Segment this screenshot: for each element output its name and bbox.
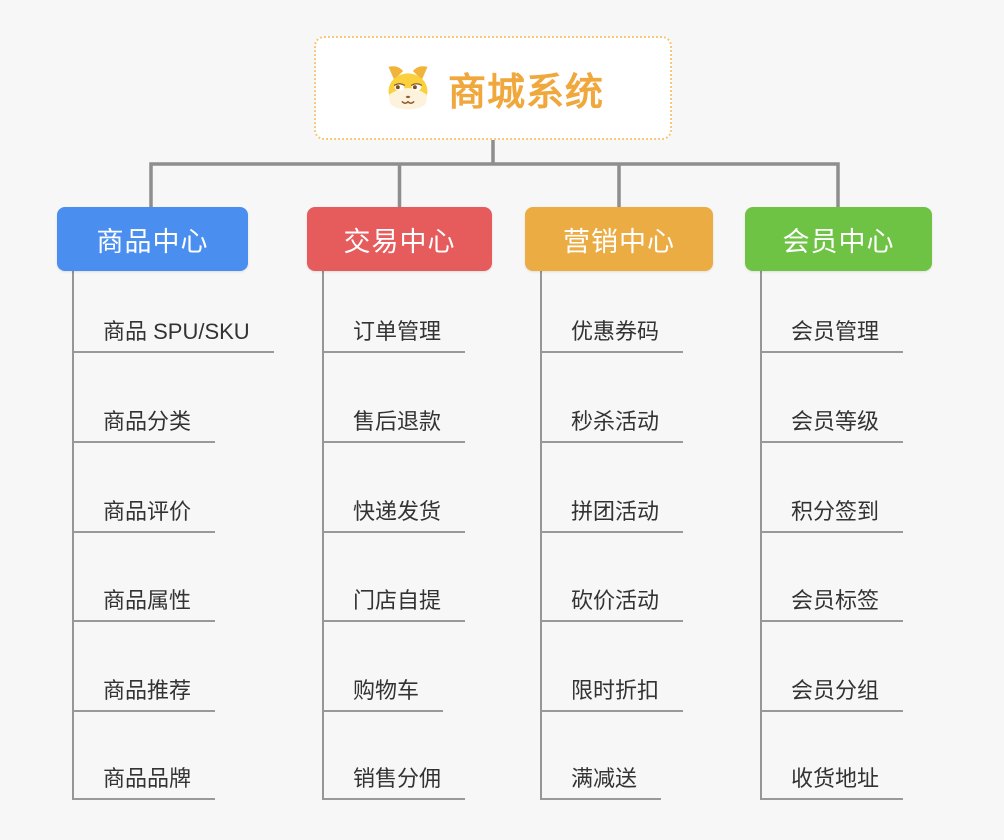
root-topic-title: 商城系统 [447, 71, 604, 114]
subtopic-flash-sale[interactable]: 秒杀活动 [541, 409, 684, 443]
subtopic-coupon-code[interactable]: 优惠券码 [541, 319, 684, 353]
subtopic-full-reduction[interactable]: 满减送 [541, 766, 662, 800]
subtopic-product-recommend[interactable]: 商品推荐 [73, 678, 216, 712]
subtopic-limited-time-discount[interactable]: 限时折扣 [541, 678, 684, 712]
subtopic-product-spu-sku[interactable]: 商品 SPU/SKU [73, 319, 274, 353]
root-topic[interactable]: 商城系统 [314, 36, 672, 140]
subtopic-member-tags[interactable]: 会员标签 [761, 588, 904, 622]
branch-label: 交易中心 [343, 226, 456, 257]
branch-label: 营销中心 [563, 226, 675, 257]
trunk-lines-path [72, 271, 762, 800]
subtopic-product-review[interactable]: 商品评价 [73, 499, 216, 533]
dog-icon [388, 66, 428, 110]
branch-connector-path [149, 140, 840, 207]
subtopic-sales-commission[interactable]: 销售分佣 [323, 766, 466, 800]
subtopic-product-attribute[interactable]: 商品属性 [73, 588, 216, 622]
subtopic-product-category[interactable]: 商品分类 [73, 409, 216, 443]
subtopic-member-management[interactable]: 会员管理 [761, 319, 904, 353]
subtopic-shopping-cart[interactable]: 购物车 [323, 678, 444, 712]
branch-marketing-center[interactable]: 营销中心 [525, 207, 713, 271]
branch-member-center[interactable]: 会员中心 [745, 207, 932, 271]
branch-label: 会员中心 [782, 226, 895, 257]
branch-product-center[interactable]: 商品中心 [57, 207, 248, 271]
subtopic-order-management[interactable]: 订单管理 [323, 319, 466, 353]
branch-label: 商品中心 [96, 226, 209, 257]
subtopic-express-delivery[interactable]: 快递发货 [323, 499, 466, 533]
subtopic-points-checkin[interactable]: 积分签到 [761, 499, 904, 533]
subtopic-bargain-activity[interactable]: 砍价活动 [541, 588, 684, 622]
subtopic-product-brand[interactable]: 商品品牌 [73, 766, 216, 800]
subtopic-shipping-address[interactable]: 收货地址 [761, 766, 904, 800]
subtopic-store-pickup[interactable]: 门店自提 [323, 588, 466, 622]
subtopic-group-buying[interactable]: 拼团活动 [541, 499, 684, 533]
branch-trade-center[interactable]: 交易中心 [307, 207, 492, 271]
subtopic-after-sale-refund[interactable]: 售后退款 [323, 409, 466, 443]
subtopic-member-groups[interactable]: 会员分组 [761, 678, 904, 712]
subtopic-member-level[interactable]: 会员等级 [761, 409, 904, 443]
